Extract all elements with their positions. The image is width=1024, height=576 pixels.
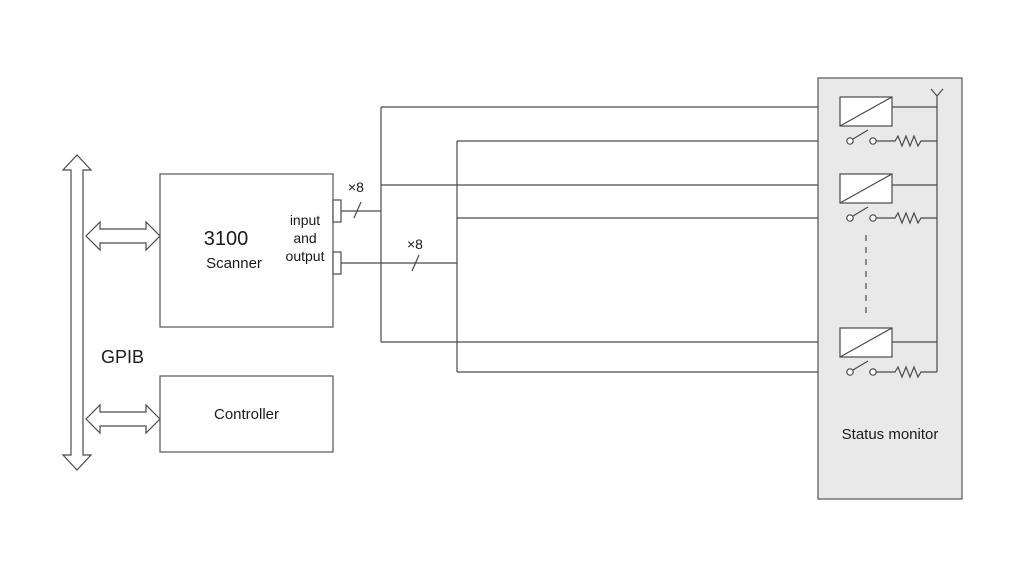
status-monitor-box [817,77,963,500]
scanner-label: Scanner [206,255,262,272]
io-connector-lower [332,251,342,275]
io-label-line3: output [285,248,325,264]
antenna-icon [930,88,944,97]
controller-label: Controller [213,406,280,423]
controller-box [159,375,334,453]
multiplicity-lower: ×8 [407,236,423,252]
scanner-model: 3100 [203,228,249,250]
scanner-box [159,173,334,328]
gpib-label: GPIB [101,347,145,367]
upper-bundle-slash [353,201,362,219]
multiplicity-upper: ×8 [348,179,364,195]
scanner-bus-arrow [85,220,161,252]
lower-bundle-slash [411,254,420,272]
io-label: input and output [280,211,330,265]
io-connector-upper [332,199,342,223]
io-label-line1: input [289,212,321,228]
status-monitor-label: Status monitor [841,426,939,443]
gpib-bus-arrow [61,154,93,471]
controller-bus-arrow [85,403,161,435]
io-label-line2: and [293,230,317,246]
